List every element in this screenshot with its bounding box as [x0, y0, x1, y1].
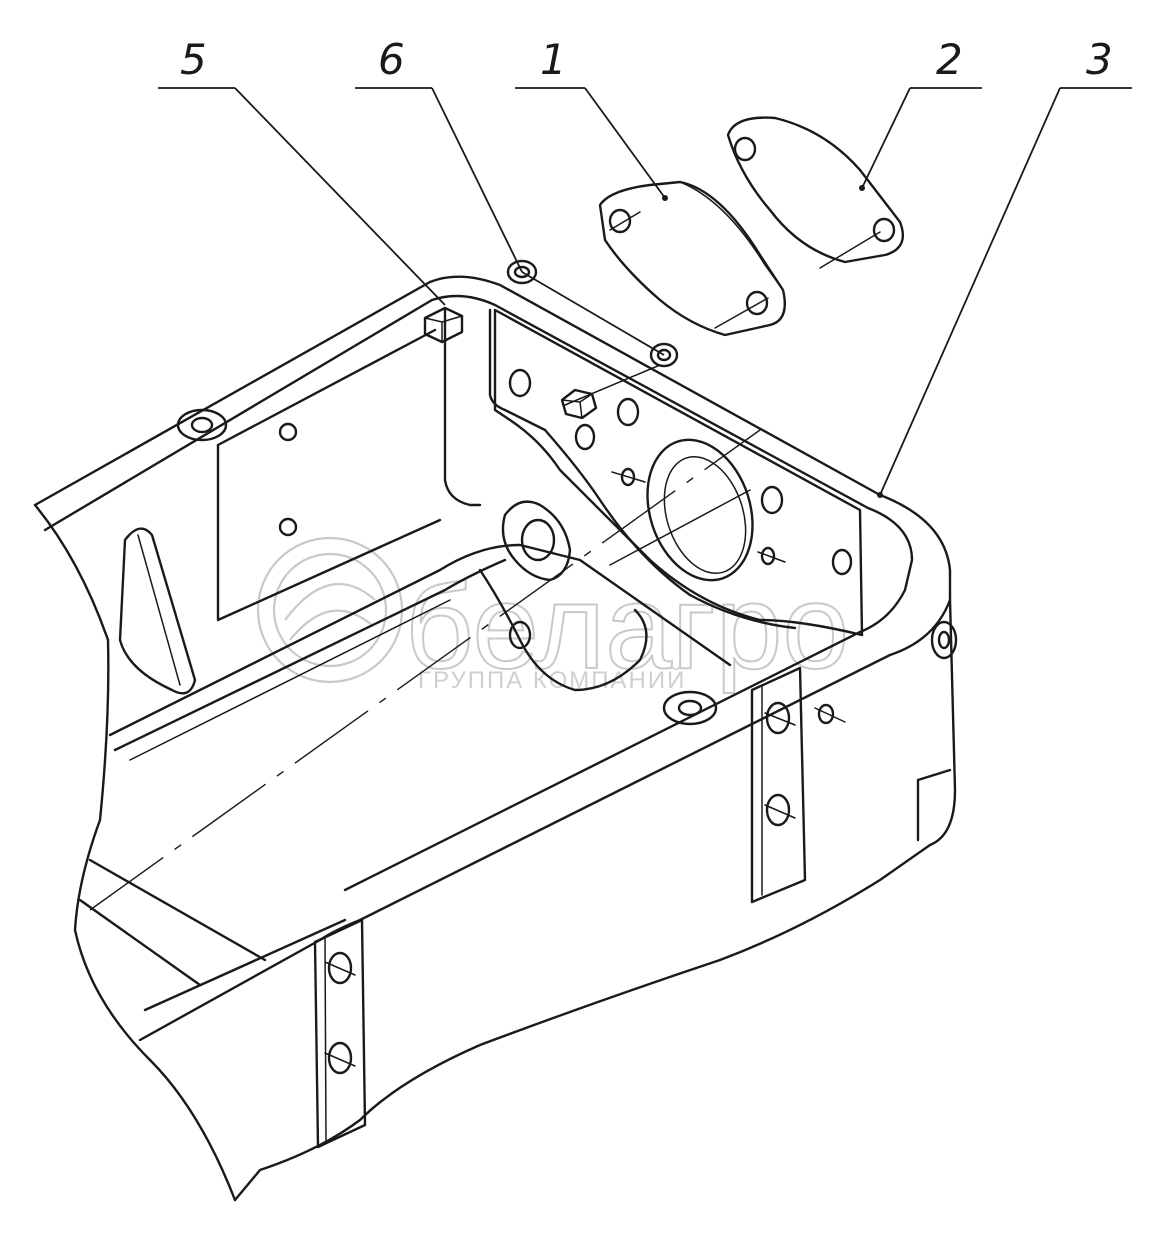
front-small-hole	[817, 703, 835, 725]
washer-6-lower	[649, 342, 679, 368]
rear-hole-2	[574, 423, 596, 451]
sump-floor-rear	[108, 543, 732, 737]
rear-stud-hole-2	[760, 546, 776, 566]
callout-1: 1	[515, 35, 668, 201]
sump-floor-edges	[78, 558, 507, 1012]
sump-housing	[33, 275, 958, 1202]
rear-hole-3	[616, 397, 640, 427]
sump-outer-left-wall	[33, 503, 237, 1202]
bore-center-line	[609, 489, 751, 566]
callout-2-label: 2	[936, 35, 963, 84]
sump-rim-inner	[43, 294, 914, 892]
bolt-axis-6	[564, 364, 661, 406]
callout-3: 3	[877, 35, 1132, 498]
callout-1-label: 1	[540, 35, 567, 84]
center-line-main	[89, 429, 761, 911]
lug-front-center	[662, 690, 718, 726]
inner-wall-left-edge	[443, 308, 482, 507]
wall-step	[916, 768, 952, 842]
panel-hole-upper	[278, 422, 298, 442]
inner-left-panel	[216, 443, 442, 622]
floor-fillet	[129, 599, 451, 761]
rear-hole-1	[508, 368, 532, 398]
rear-hole-4	[760, 485, 784, 515]
rear-wall-bore-inner	[663, 455, 747, 575]
hex-bolt	[560, 388, 598, 420]
sump-pocket	[478, 568, 648, 692]
sump-rim-outer	[33, 275, 952, 1042]
callout-6: 6	[355, 35, 665, 356]
callout-6-label: 6	[378, 35, 405, 84]
left-rib	[118, 527, 197, 695]
bracket-left	[313, 918, 367, 1149]
drain-boss-face	[520, 518, 556, 562]
sump-outer-right-wall	[233, 598, 957, 1202]
rear-hex-nut	[423, 306, 464, 344]
panel-hole-lower	[278, 517, 298, 537]
watermark-logo-inner-ring	[272, 552, 388, 668]
hole-axis-marks	[324, 471, 846, 1067]
washer-6-upper	[506, 259, 538, 285]
cover-plate-1	[598, 180, 787, 337]
gasket-2	[726, 116, 905, 269]
lug-top-left	[176, 408, 228, 442]
inner-left-panel-top	[216, 328, 437, 447]
watermark-logo-leaf	[284, 583, 376, 641]
callout-2: 2	[859, 35, 982, 191]
rear-stud-hole-1	[620, 467, 636, 487]
rear-hole-5	[831, 548, 853, 576]
bracket-right	[750, 666, 807, 904]
lug-right	[930, 620, 958, 660]
watermark-tagline: ГРУППА КОМПАНИЙ	[418, 666, 686, 694]
rear-wall-bore	[646, 438, 754, 582]
pocket-hole	[508, 620, 532, 650]
callout-3-label: 3	[1086, 35, 1113, 84]
callout-5-label: 5	[180, 35, 207, 84]
callout-5: 5	[158, 35, 446, 306]
left-rib-edge	[137, 534, 181, 686]
rear-wall-fillet	[543, 428, 797, 630]
